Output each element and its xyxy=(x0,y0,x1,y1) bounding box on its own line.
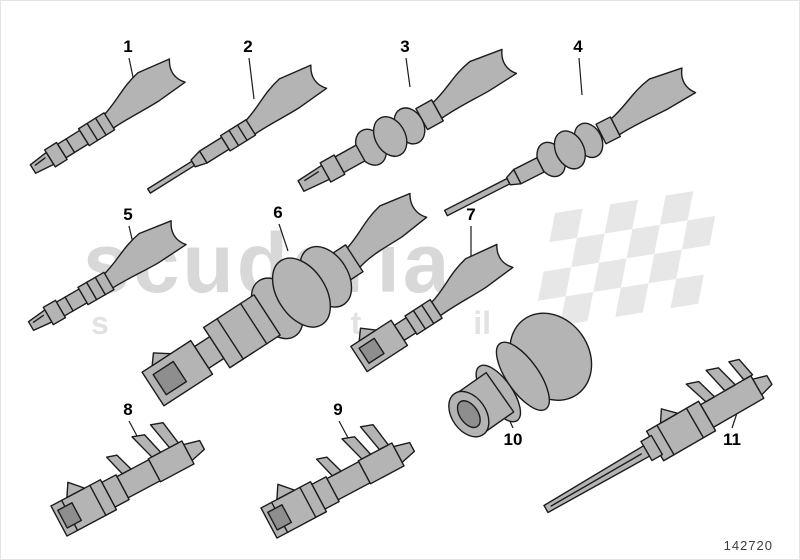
leader-line-3 xyxy=(405,57,411,88)
part-1-pin-contact xyxy=(29,58,186,174)
part-4-long-pin-contact-with-seal xyxy=(443,67,697,217)
item-label-6[interactable]: 6 xyxy=(273,203,283,222)
part-number: 142720 xyxy=(723,538,773,553)
item-label-4[interactable]: 4 xyxy=(573,37,583,56)
item-label-10[interactable]: 10 xyxy=(503,430,523,449)
item-label-7[interactable]: 7 xyxy=(466,205,476,224)
item-label-9[interactable]: 9 xyxy=(333,400,343,419)
part-8-socket-housing-terminal xyxy=(50,421,206,537)
item-label-3[interactable]: 3 xyxy=(400,37,410,56)
leader-line-4 xyxy=(578,57,583,96)
watermark-subletter: s xyxy=(91,305,109,341)
part-7-socket-contact xyxy=(350,243,514,373)
item-label-2[interactable]: 2 xyxy=(243,37,253,56)
part-11-blade-terminal xyxy=(543,358,773,514)
part-3-pin-contact-with-seal xyxy=(297,48,518,192)
watermark-subletter: il xyxy=(473,305,491,341)
item-label-5[interactable]: 5 xyxy=(123,205,133,224)
part-10-single-wire-seal-boot xyxy=(448,312,593,438)
part-6-socket-contact-large-seal xyxy=(141,192,428,407)
part-5-pin-contact xyxy=(27,220,187,332)
part-9-socket-housing-terminal xyxy=(260,423,416,539)
item-label-1[interactable]: 1 xyxy=(123,37,133,56)
watermark-subletter: t xyxy=(350,305,362,341)
item-label-11[interactable]: 11 xyxy=(723,430,741,449)
leader-line-6 xyxy=(278,223,289,252)
item-label-8[interactable]: 8 xyxy=(123,400,133,419)
part-2-long-pin-contact xyxy=(146,64,328,194)
leader-line-2 xyxy=(248,57,255,100)
